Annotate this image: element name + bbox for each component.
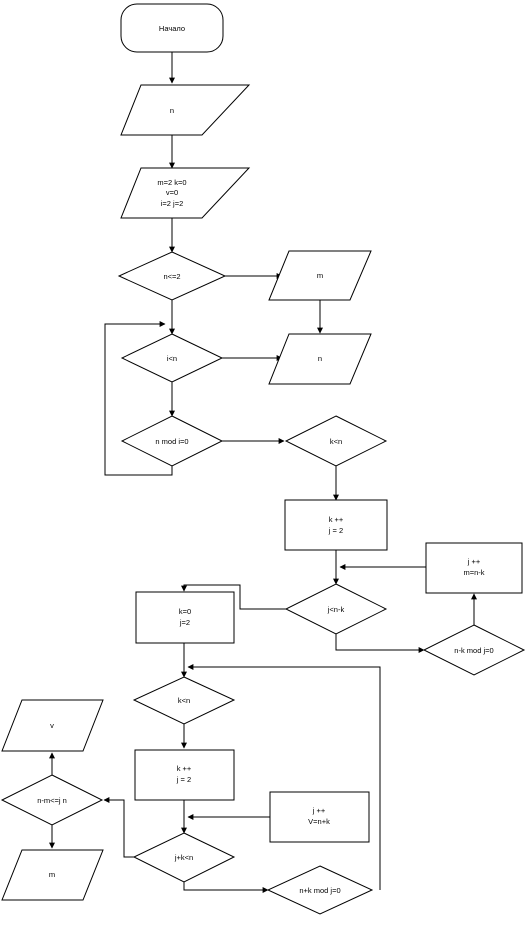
edge-nkmodj2-loop-back bbox=[187, 664, 381, 890]
output-v-parallelogram: v bbox=[1, 699, 104, 752]
cond-nk-mod-j-2-diamond: n+k mod j=0 bbox=[266, 865, 374, 915]
start-label: Начало bbox=[159, 24, 185, 33]
start-terminator: Начало bbox=[120, 3, 224, 53]
edge-j-lt-nk-to-nkmodj bbox=[335, 634, 425, 653]
input-n-parallelogram: n bbox=[120, 84, 251, 136]
edges bbox=[49, 52, 477, 893]
cond-nm-le-jn-diamond: n-m<=j n bbox=[0, 774, 104, 826]
cond-n-mod-i-label: n mod i=0 bbox=[155, 437, 188, 446]
proc-k-inc-rect: k ++ j = 2 bbox=[284, 499, 388, 551]
proc-k-reset-line1: k=0 bbox=[179, 607, 191, 616]
output-n-label: n bbox=[318, 354, 322, 363]
proc-k-inc-2-rect: k ++ j = 2 bbox=[134, 749, 235, 801]
proc-k-inc-2-line2: j = 2 bbox=[176, 775, 191, 784]
init-label-line2: v=0 bbox=[166, 188, 178, 197]
edge-j-lt-nk-to-k0 bbox=[181, 584, 286, 610]
proc-k-inc-2-line1: k ++ bbox=[177, 764, 192, 773]
proc-k-reset-line2: j=2 bbox=[179, 618, 190, 627]
proc-j-inc-line1: j ++ bbox=[467, 557, 481, 566]
cond-k-lt-n-diamond: k<n bbox=[284, 415, 388, 467]
init-label-line1: m=2 k=0 bbox=[157, 178, 186, 187]
proc-j-inc-line2: m=n-k bbox=[463, 568, 484, 577]
cond-nm-le-jn-label: n-m<=j n bbox=[37, 796, 67, 805]
cond-i-lt-n-label: i<n bbox=[167, 354, 177, 363]
output-n-parallelogram: n bbox=[268, 333, 372, 385]
proc-j-inc-2-line2: V=n+k bbox=[308, 817, 330, 826]
proc-j-inc-2-line1: j ++ bbox=[312, 806, 326, 815]
cond-n-le-2-label: n<=2 bbox=[163, 272, 180, 281]
cond-n-mod-i-diamond: n mod i=0 bbox=[120, 415, 224, 467]
output-m-label: m bbox=[317, 271, 323, 280]
output-m-parallelogram: m bbox=[268, 250, 372, 301]
cond-nk-mod-j-label: n-k mod j=0 bbox=[454, 646, 493, 655]
cond-j-lt-nk-diamond: j<n-k bbox=[284, 583, 388, 635]
cond-j-lt-nk-label: j<n-k bbox=[327, 605, 345, 614]
cond-jk-lt-n-diamond: j+k<n bbox=[132, 832, 236, 883]
cond-nk-mod-j-2-label: n+k mod j=0 bbox=[299, 886, 340, 895]
cond-nk-mod-j-diamond: n-k mod j=0 bbox=[422, 624, 526, 676]
edge-jk-lt-n-to-nm-le-jn bbox=[103, 797, 135, 858]
init-parallelogram: m=2 k=0 v=0 i=2 j=2 bbox=[120, 167, 251, 219]
proc-j-inc-rect: j ++ m=n-k bbox=[425, 542, 523, 594]
proc-k-inc-line1: k ++ bbox=[329, 515, 344, 524]
edge-jk-lt-n-to-nkmodj2 bbox=[183, 882, 269, 893]
cond-n-le-2-diamond: n<=2 bbox=[117, 251, 227, 301]
output-m-2-label: m bbox=[49, 870, 55, 879]
proc-k-reset-rect: k=0 j=2 bbox=[135, 591, 235, 644]
output-m-2-parallelogram: m bbox=[1, 849, 104, 901]
cond-k-lt-n-2-label: k<n bbox=[178, 696, 190, 705]
edge-nmodi-loop-back bbox=[104, 321, 173, 476]
cond-k-lt-n-label: k<n bbox=[330, 437, 342, 446]
proc-j-inc-2-rect: j ++ V=n+k bbox=[269, 791, 370, 843]
init-label-line3: i=2 j=2 bbox=[161, 199, 184, 208]
cond-k-lt-n-2-diamond: k<n bbox=[132, 676, 236, 725]
cond-jk-lt-n-label: j+k<n bbox=[174, 853, 193, 862]
cond-i-lt-n-diamond: i<n bbox=[120, 333, 224, 383]
input-n-label: n bbox=[170, 106, 174, 115]
proc-k-inc-line2: j = 2 bbox=[328, 526, 343, 535]
output-v-label: v bbox=[50, 721, 54, 730]
